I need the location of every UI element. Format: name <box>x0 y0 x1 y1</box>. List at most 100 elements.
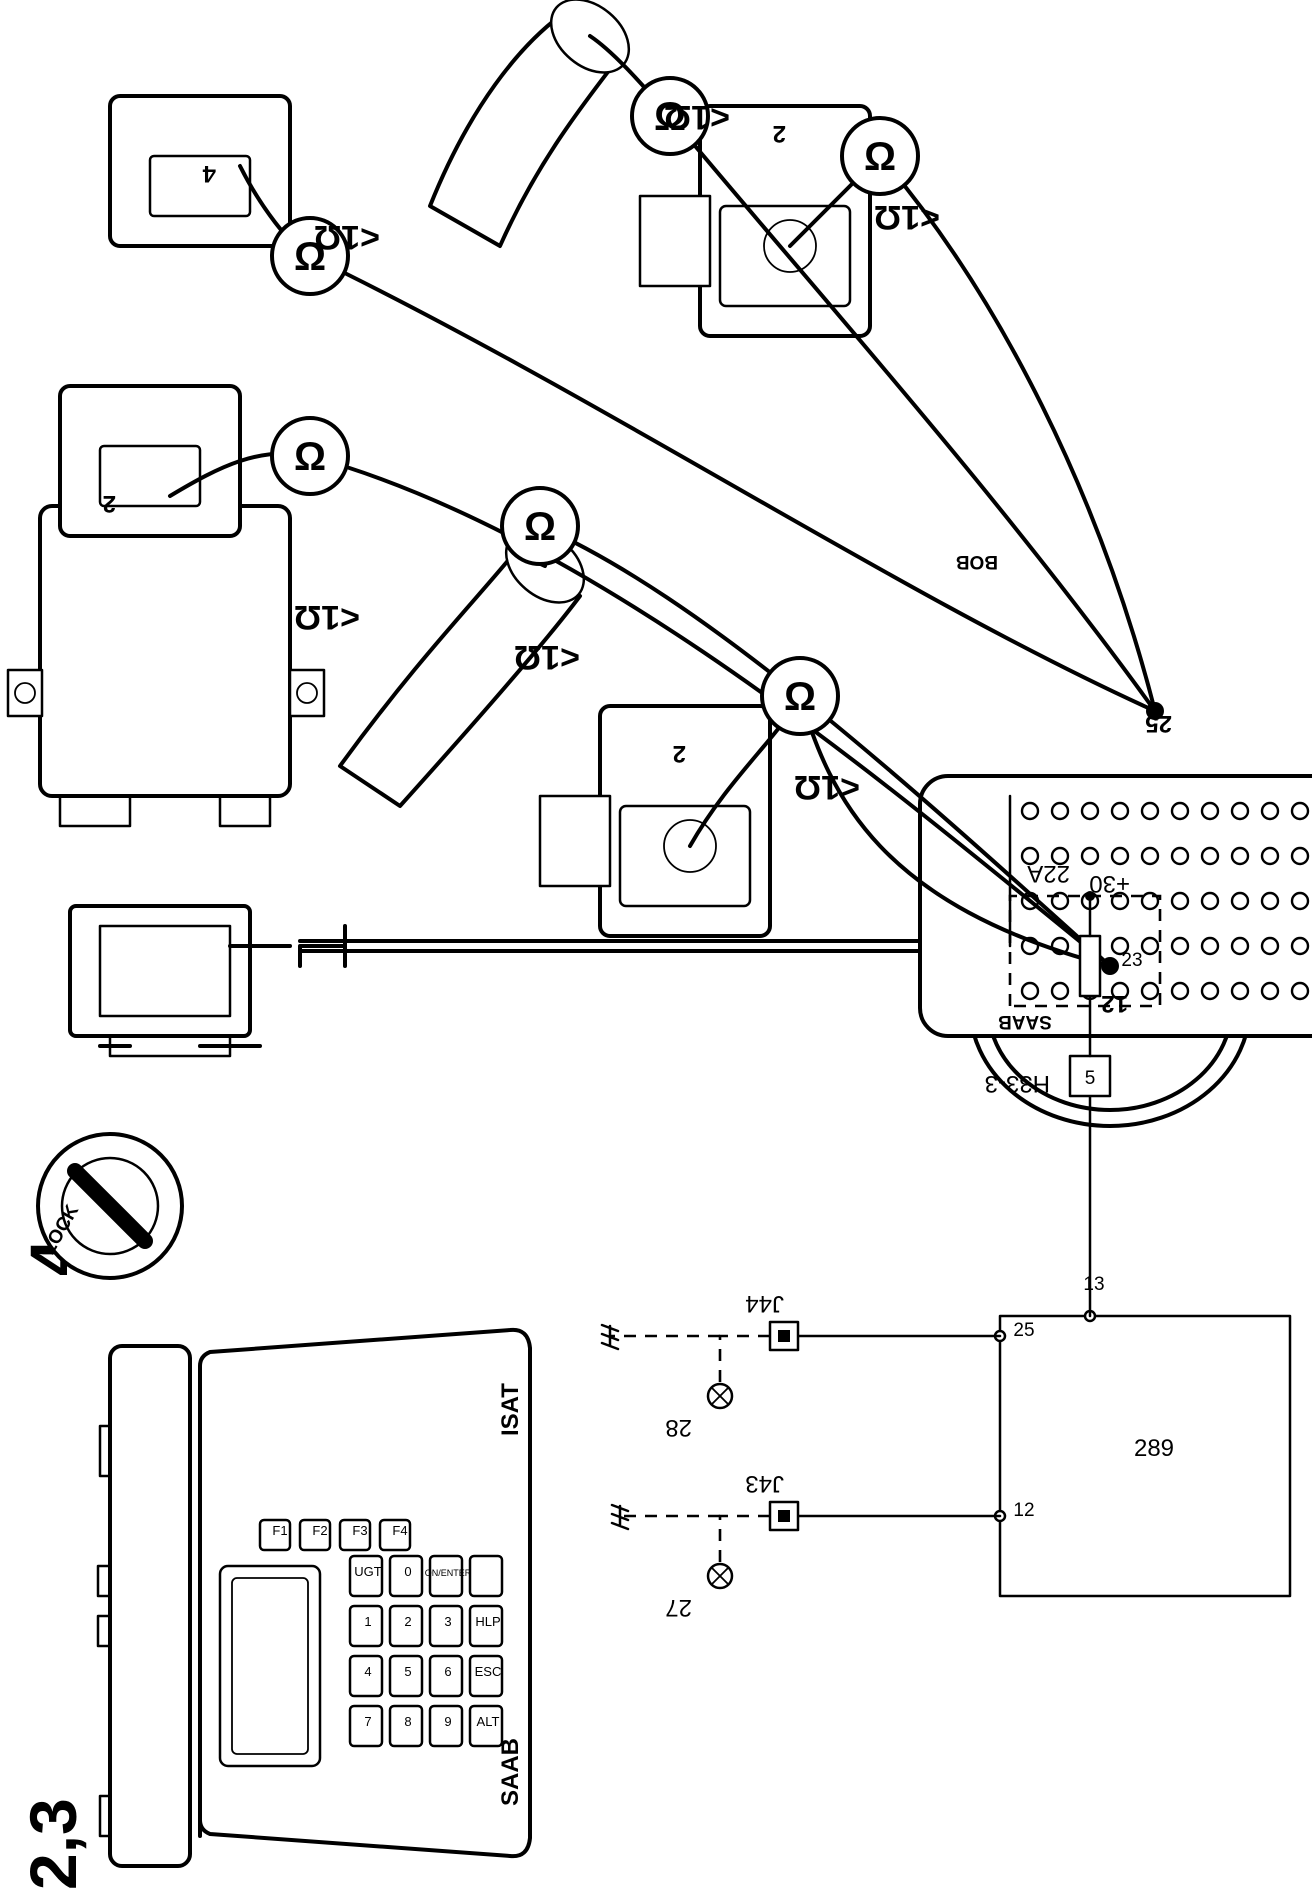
connector-block-lower: 2 <box>538 704 772 938</box>
connector-hex-right: 4 <box>108 94 292 248</box>
connector-hex-right-pin: 4 <box>202 160 216 187</box>
oxygen-sensor-upper <box>428 0 631 248</box>
bob-pin <box>1140 846 1160 866</box>
bob-pin <box>1050 801 1070 821</box>
bob-pin <box>1230 891 1250 911</box>
bob-pin <box>1170 846 1190 866</box>
bob-pin <box>1080 846 1100 866</box>
connector-hex-left: 2 <box>58 384 242 538</box>
wiring-schematic: 289 12 25 13 J43 J44 27 28 <box>600 860 1292 1621</box>
bob-pin <box>1260 846 1280 866</box>
tester-key: 5 <box>404 1664 411 1679</box>
bob-pin <box>1020 801 1040 821</box>
tester-key: F2 <box>312 1523 327 1538</box>
ohm-symbol: Ω <box>524 505 556 549</box>
bob-pin <box>1290 846 1310 866</box>
ohm-symbol: Ω <box>294 435 326 479</box>
schematic-lamp-label: 27 <box>665 1594 692 1621</box>
ohm-symbol: Ω <box>784 675 816 719</box>
schematic-lamp-label: 28 <box>665 1414 692 1441</box>
bob-pin <box>1290 801 1310 821</box>
tester-key: ALT <box>477 1714 500 1729</box>
tester-key: F3 <box>352 1523 367 1538</box>
bob-pin <box>1170 801 1190 821</box>
schematic-unit-289 <box>998 1314 1292 1598</box>
bob-pin <box>1230 846 1250 866</box>
bob-pin <box>1200 801 1220 821</box>
schematic-fuse-23 <box>1078 934 1102 998</box>
tester-key: 8 <box>404 1714 411 1729</box>
resistance-reading: <1Ω <box>794 768 860 806</box>
bob-pin <box>1200 936 1220 956</box>
resistance-reading: <1Ω <box>664 98 730 136</box>
schematic-lamp-28 <box>706 1382 734 1410</box>
tester-key: 0 <box>404 1564 411 1579</box>
tester-key: UGT <box>354 1564 382 1579</box>
bob-pin <box>1050 981 1070 1001</box>
bob-pin <box>1260 891 1280 911</box>
bob-pin <box>1140 936 1160 956</box>
schematic-pin-25: 25 <box>1013 1320 1034 1341</box>
bob-pin <box>1020 981 1040 1001</box>
bob-pin <box>1110 936 1130 956</box>
schematic-fuse-box-22a <box>1008 894 1162 1008</box>
ohmmeter-symbols: Ω Ω Ω Ω Ω Ω <box>270 76 920 736</box>
bob-pin <box>1140 801 1160 821</box>
bob-label-bob: BOB <box>956 551 998 572</box>
diagnostic-socket <box>68 904 347 1058</box>
resistance-reading: <1Ω <box>874 198 940 236</box>
bob-pin <box>1110 981 1130 1001</box>
bob-pin <box>1050 846 1070 866</box>
bob-label-saab: SAAB <box>998 1011 1052 1032</box>
bob-pin <box>1260 936 1280 956</box>
tester-display <box>218 1564 322 1768</box>
bob-pin <box>1260 801 1280 821</box>
schematic-connector-label: J43 <box>745 1470 784 1497</box>
bob-pin <box>1230 936 1250 956</box>
bob-pin <box>1230 801 1250 821</box>
ohm-symbol: Ω <box>864 135 896 179</box>
bob-pin <box>1290 936 1310 956</box>
bob-pin <box>1170 981 1190 1001</box>
schematic-connector-label: J44 <box>745 1290 784 1317</box>
resistance-reading: <1Ω <box>294 598 360 636</box>
schematic-pin-12: 12 <box>1013 1500 1034 1521</box>
tester-key: 7 <box>364 1714 371 1729</box>
bob-pin <box>1020 846 1040 866</box>
connector-block-lower-pin: 2 <box>673 740 686 767</box>
bob-pin <box>1080 801 1100 821</box>
ohm-symbol: Ω <box>294 235 326 279</box>
bob-pin <box>1140 981 1160 1001</box>
ground-symbol <box>610 1503 630 1531</box>
schematic-junction-label: H33-3 <box>985 1070 1050 1097</box>
tester-key: HLP <box>475 1614 500 1629</box>
resistance-readings: <1Ω <1Ω <1Ω <1Ω <1Ω <1Ω <box>294 98 940 806</box>
schematic-lamp-27 <box>706 1562 734 1590</box>
tester-key: F4 <box>392 1523 407 1538</box>
bob-pin <box>1200 846 1220 866</box>
bob-pin <box>1260 981 1280 1001</box>
tester-keypad <box>258 1518 504 1748</box>
tester-key: 3 <box>444 1614 451 1629</box>
tester-key: 9 <box>444 1714 451 1729</box>
schematic-fuse-label: 23 <box>1121 950 1142 971</box>
tester-brand: SAAB <box>497 1738 524 1806</box>
tester-key: ON/ENTER <box>425 1568 472 1578</box>
connector-block-upper: 2 <box>638 104 872 338</box>
ignition-lock: LOCK <box>36 1132 184 1280</box>
bob-pin <box>1110 846 1130 866</box>
bob-pin <box>1200 981 1220 1001</box>
ground-symbol <box>600 1323 620 1351</box>
bob-pin <box>1170 936 1190 956</box>
tester-model: ISAT <box>497 1383 524 1436</box>
schematic-fuse-box-label: 22A <box>1027 860 1070 887</box>
resistance-reading: <1Ω <box>514 638 580 676</box>
tester-key: F1 <box>272 1523 287 1538</box>
schematic-pin-13: 13 <box>1083 1274 1104 1295</box>
control-module-289 <box>6 504 326 828</box>
ohm-symbol: Ω <box>654 95 686 139</box>
